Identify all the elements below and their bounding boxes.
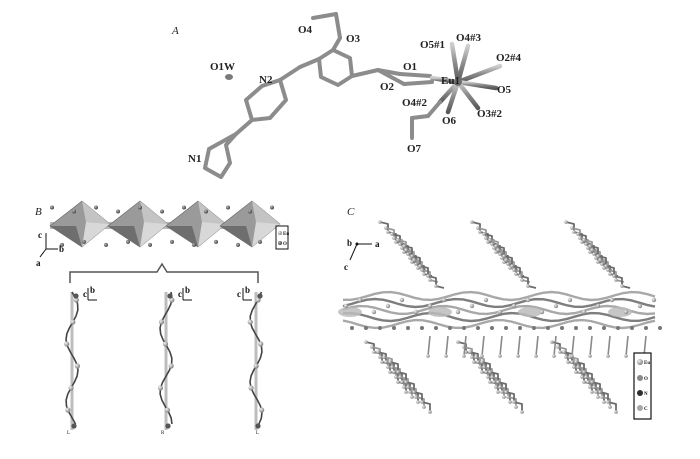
axis-a-c: a (375, 239, 380, 249)
axis-b-label: b (59, 244, 64, 254)
atom-labels: O4 O3 O5#1 O4#3 O2#4 O1 Eu1 O1W N2 O2 O5… (188, 24, 522, 165)
svg-text:N2: N2 (259, 74, 273, 86)
svg-text:O4: O4 (298, 24, 313, 36)
panel-b-axes (39, 233, 58, 258)
chain2-c: c (178, 289, 182, 299)
brace (69, 262, 259, 283)
svg-text:O2: O2 (380, 81, 395, 93)
svg-text:O4#2: O4#2 (402, 97, 428, 109)
chain (157, 291, 175, 430)
chain1-c: c (83, 289, 87, 299)
o6-o7-chain (410, 100, 442, 140)
o1w-atom (225, 74, 233, 80)
svg-text:O4#3: O4#3 (456, 32, 482, 44)
panel-c-label: C (347, 206, 355, 218)
svg-text:O2#4: O2#4 (496, 52, 522, 64)
panel-b-label: B (35, 206, 42, 218)
polyhedra-chain (49, 200, 284, 248)
svg-text:O3#2: O3#2 (477, 108, 503, 120)
axis-origin (355, 242, 359, 246)
framework-column (550, 220, 631, 414)
polyhedron (49, 200, 111, 248)
svg-text:O7: O7 (407, 143, 422, 155)
svg-text:Eu: Eu (283, 232, 289, 237)
chain-axes (87, 288, 252, 301)
chain (247, 291, 265, 430)
chain3-handedness: L (256, 431, 259, 436)
chain3-b: b (245, 285, 250, 295)
svg-text:C: C (644, 407, 648, 412)
helical-chains (64, 291, 265, 430)
framework-layer (338, 290, 662, 358)
chain3-c: c (237, 289, 241, 299)
svg-text:N: N (644, 392, 648, 397)
axis-a-label: a (36, 258, 41, 268)
axis-c-c: c (344, 262, 348, 272)
svg-text:Eu1: Eu1 (441, 75, 460, 87)
3d-framework (338, 220, 662, 414)
panel-a-molecule (203, 12, 434, 179)
polyhedron (107, 200, 169, 248)
svg-text:O1W: O1W (210, 61, 235, 73)
framework-column (364, 220, 445, 414)
svg-text:O5: O5 (497, 84, 512, 96)
svg-text:O: O (644, 377, 648, 382)
chain2-b: b (185, 285, 190, 295)
svg-text:O6: O6 (442, 115, 457, 127)
svg-text:O3: O3 (346, 33, 361, 45)
panel-a-label: A (171, 25, 179, 37)
svg-text:O1: O1 (403, 61, 417, 73)
chain1-handedness: L (67, 431, 70, 436)
chain (64, 291, 80, 430)
panel-b-legend: Eu O (275, 225, 289, 250)
svg-text:N1: N1 (188, 153, 201, 165)
eu1-atom (454, 78, 462, 86)
svg-text:Eu: Eu (644, 361, 650, 366)
polyhedron (165, 200, 227, 248)
svg-text:O: O (283, 242, 287, 247)
axis-c-label: c (38, 230, 42, 240)
axis-b-c: b (347, 238, 352, 248)
chain1-b: b (90, 285, 95, 295)
eu-coordination (429, 41, 503, 115)
svg-text:O5#1: O5#1 (420, 39, 445, 51)
panel-c-axes (349, 243, 372, 261)
panel-c-legend: Eu O N C (633, 352, 652, 420)
chain2-handedness: R (161, 431, 165, 436)
